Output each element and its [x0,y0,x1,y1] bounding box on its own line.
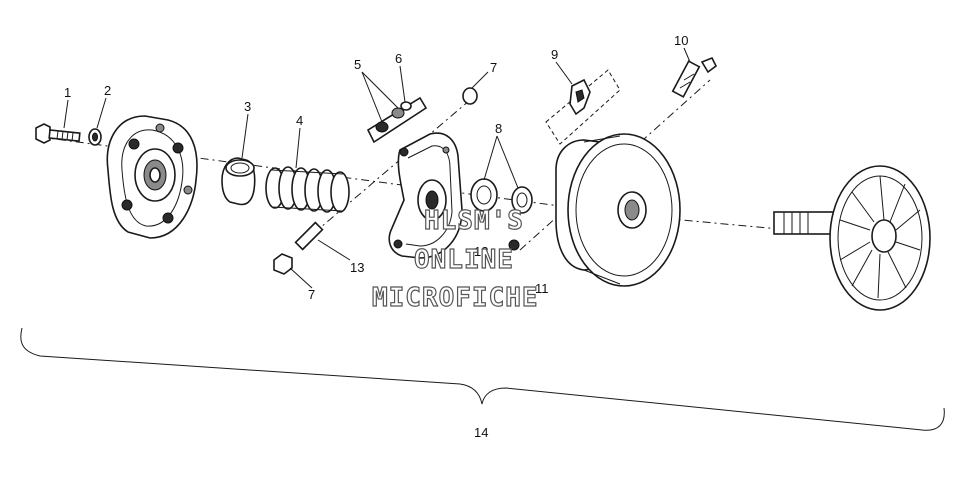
part-long-bolt [671,56,718,98]
callout-3: 3 [244,99,251,114]
part-roller-upper [462,87,478,105]
part-spring [265,166,350,213]
part-bushing-pair [470,178,533,214]
callout-1: 1 [64,85,71,100]
watermark-line-1: HLSM'S [424,206,524,236]
callout-10: 10 [674,33,688,48]
part-nut [508,239,520,251]
callout-14: 14 [474,425,488,440]
part-pin [294,221,324,251]
part-bolt [35,123,81,144]
callout-12: 12 [474,244,488,259]
watermark: HLSM'S ONLINE MICROFICHE [371,205,539,313]
assembly-bracket [20,327,945,431]
part-weight-bracket [366,96,428,144]
part-sheave [555,133,681,287]
callout-13: 13 [350,260,364,275]
part-clip [545,69,621,145]
part-washer [88,128,102,146]
part-cover-plate [106,115,198,239]
callout-5: 5 [354,57,361,72]
part-fan-shaft [773,165,931,311]
callout-2: 2 [104,83,111,98]
callout-11: 11 [535,281,549,296]
callout-7-upper: 7 [490,60,497,75]
callout-4: 4 [296,113,303,128]
callout-8: 8 [495,121,502,136]
part-roller-lower [273,253,293,275]
part-spider [388,132,463,259]
callout-7-lower: 7 [308,287,315,302]
leader-lines [63,47,691,289]
callout-6: 6 [395,51,402,66]
watermark-line-3: MICROFICHE [372,283,539,313]
part-bushing [221,157,256,206]
watermark-line-2: ONLINE [414,245,514,275]
callout-9: 9 [551,47,558,62]
